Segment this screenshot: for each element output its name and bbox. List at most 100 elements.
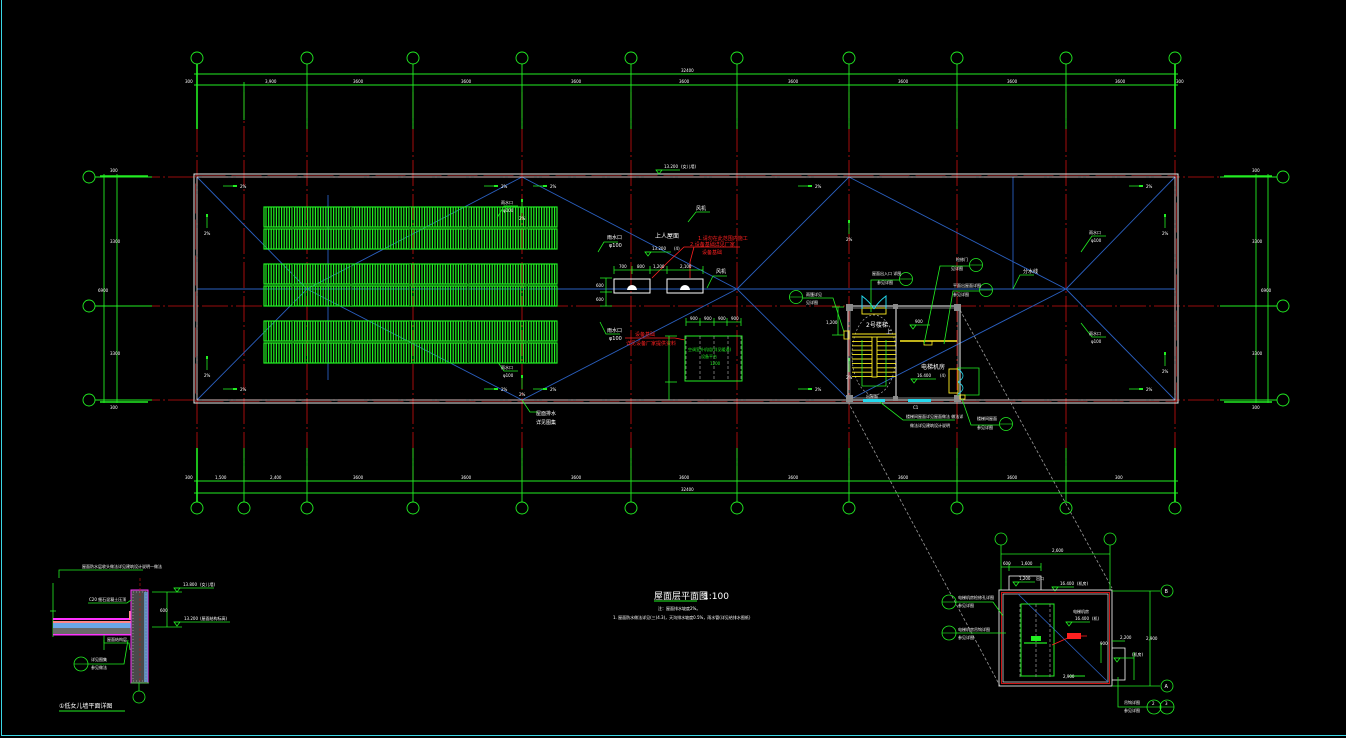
- side-dim-1: 600: [596, 283, 604, 288]
- fan-dim-3: 1,200: [653, 264, 665, 269]
- solar-panel-strip: [263, 263, 558, 285]
- grid-bubble-top: [950, 51, 964, 65]
- elevator-mark: (4): [940, 373, 946, 378]
- bottom-dim-text: 3600: [788, 475, 799, 480]
- drawing-title-block: 屋面层平面图 1:100 注：屋面排水坡度2%。 1. 屋面防水做法详见(三)4…: [613, 591, 751, 620]
- parapet-outer: [193, 173, 1179, 404]
- elevator-room-label: 电梯机房: [921, 363, 945, 371]
- fan-dim-1: 700: [619, 264, 627, 269]
- drain-label: 雨水口: [1089, 330, 1101, 336]
- slope-label: 2%: [240, 184, 247, 189]
- grid-bubble-right: [1276, 170, 1290, 184]
- grid-bubble-left: [82, 393, 96, 407]
- stair-up-label: 上: [886, 328, 892, 336]
- drain-size: φ100: [503, 373, 514, 378]
- slope-label: 2%: [1162, 231, 1169, 236]
- roof-plan: 13.200 (女儿墙) 2%2%2%2%2%2%2%2%2%2%2%2%2%2…: [82, 51, 1290, 687]
- fan-dim-4: 2,100: [680, 264, 692, 269]
- door-opening: [908, 399, 931, 402]
- slope-arrow: 2%: [533, 184, 557, 189]
- slope-label: 2%: [815, 184, 822, 189]
- callout-plan-2: 参见详图: [953, 291, 969, 297]
- drain-size: φ100: [503, 208, 514, 213]
- slope-arrow: 2%: [798, 184, 822, 189]
- fan-icon: [680, 285, 690, 290]
- unit-dim-1: 900: [690, 316, 698, 321]
- slope-arrow: 2%: [1162, 352, 1169, 374]
- grid-bubble-left: [82, 170, 96, 184]
- parapet-layer-label: C20 细石混凝土压顶: [89, 596, 126, 602]
- top-dim-text: 300: [1176, 79, 1184, 84]
- bottom-dim-text: 300: [1115, 475, 1123, 480]
- elev-callout-2-a: 电梯机房吊钩详图: [958, 626, 990, 632]
- elev-callout-1-a: 电梯机房检修孔详图: [958, 594, 994, 600]
- drain-size: φ100: [1091, 238, 1102, 243]
- parapet-height-dim: 600: [160, 608, 168, 613]
- elev-small-label: 出口: [1036, 575, 1044, 581]
- slope-label: 2%: [519, 392, 526, 397]
- top-dim-text: 3600: [571, 79, 582, 84]
- parapet-top-note: 屋面防水层收头做法详见建筑设计说明—做法: [82, 563, 162, 569]
- axis-bubble-B: [1160, 584, 1174, 598]
- grid-bubble-top: [842, 51, 856, 65]
- axis-bubble: [1103, 532, 1117, 546]
- fan-unit-left: [613, 278, 651, 294]
- fan-dim-2: 800: [637, 264, 645, 269]
- door-opening: [863, 399, 885, 402]
- stair-note-2: 做法详见建筑设计说明: [910, 422, 950, 428]
- fan-right-label: 风机: [716, 268, 726, 275]
- slope-arrow: 2%: [519, 199, 526, 221]
- axis-label-B: B: [1165, 589, 1169, 595]
- drawing-frame-left: [1, 0, 2, 736]
- callout-canopy-2: 见详图: [806, 299, 818, 305]
- elev-bottom-callout-1: 吊钩详图: [1124, 699, 1140, 705]
- callout-exit-2: 参见详图: [877, 279, 893, 285]
- right-side-dim: 3300: [1252, 351, 1263, 356]
- slope-label: 2%: [501, 184, 508, 189]
- gutter-label-1: 屋面排水: [536, 410, 556, 417]
- columns: [846, 304, 961, 402]
- parapet-slab-label: 屋面结构层: [107, 636, 127, 642]
- elev-annex-tag: (机房): [1132, 651, 1144, 657]
- top-dim-text: 3,900: [265, 79, 277, 84]
- solar-panel-array: [263, 206, 558, 364]
- equipment-area: 上人屋面 13.200 (4) 1.请勿在此范围内施工 2.设备基础详见厂家 设…: [596, 205, 748, 400]
- grid-bubble-bottom: [1168, 501, 1182, 515]
- callout-hatch: 检修门 见详图: [923, 256, 983, 345]
- bottom-dim-text: 3600: [679, 475, 690, 480]
- parapet-slab-tag: (屋面结构标高): [200, 615, 228, 621]
- slope-arrow: 2%: [484, 387, 508, 392]
- slope-arrow: 2%: [519, 375, 526, 397]
- slope-label: 2%: [1162, 369, 1169, 374]
- parapet-ref-2: 参见做法: [91, 664, 107, 670]
- callout-stair-roof: 楼梯间屋面 参见详图: [961, 398, 1013, 431]
- callout-stair-roof-1: 楼梯间屋面: [977, 415, 997, 421]
- parapet-detail: 屋面防水层收头做法详见建筑设计说明—做法 C20 细石混凝土压顶 屋面结构层 6…: [50, 563, 230, 712]
- door-label: C1: [913, 405, 919, 410]
- stair-dim: 900: [915, 319, 923, 324]
- drain-size: φ100: [609, 243, 622, 249]
- fan-unit-right: [666, 278, 704, 294]
- elev-mark-1: 2: [1152, 701, 1155, 706]
- slope-arrow: 2%: [846, 358, 853, 380]
- platform-label: 上人屋面: [655, 232, 679, 240]
- top-dim-text: 3600: [898, 79, 909, 84]
- unit-label-1: 空调室外机组(详见暖通): [688, 346, 732, 352]
- slope-label: 2%: [1146, 387, 1153, 392]
- slope-arrow: 2%: [204, 356, 211, 378]
- grid-bubble-bottom: [190, 501, 204, 515]
- elev-room-side-dim: 900: [1100, 641, 1108, 646]
- unit-dim-4: 900: [731, 316, 739, 321]
- grid-bubble-bottom: [730, 501, 744, 515]
- slope-line: [1065, 176, 1176, 401]
- stair-room-label: 2号楼梯: [866, 321, 888, 329]
- drawing-title: 屋面层平面图: [654, 591, 708, 602]
- elevator-room-outer: [998, 589, 1113, 687]
- drawing-note-1: 注：屋面排水坡度2%。: [658, 605, 700, 611]
- bottom-dim-text: 3600: [353, 475, 364, 480]
- unit-dim-3: 900: [718, 316, 726, 321]
- stair-note-1: 楼梯间屋面详见屋面做法 做法详: [906, 413, 963, 419]
- stair-treads: [852, 333, 896, 378]
